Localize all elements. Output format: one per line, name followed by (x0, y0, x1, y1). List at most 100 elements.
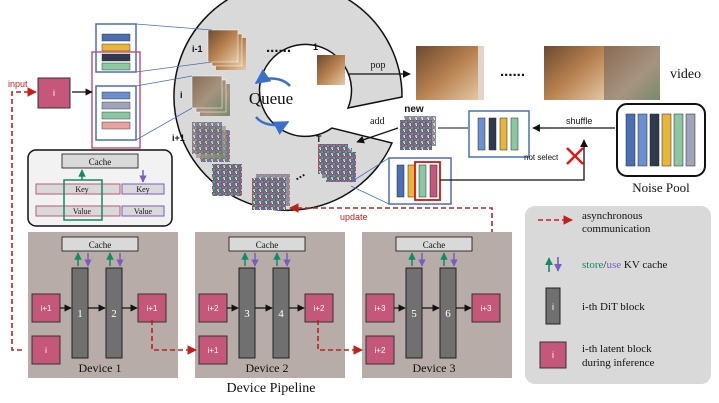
device-3-latent-out (471, 293, 501, 323)
queue-cycle-icon (255, 116, 290, 135)
add-label: add (370, 116, 384, 127)
not-select-label: not select (524, 153, 559, 162)
device-1-dit-block-a (71, 267, 89, 359)
device-3-latent-out-label: i+3 (481, 304, 492, 313)
video-label: video (670, 67, 701, 82)
device-1-cache-label: Cache (89, 240, 112, 250)
device-1-dit-block-b-label: 2 (111, 308, 117, 320)
latent-stack-selected (91, 51, 141, 149)
device-3-name: Device 3 (413, 361, 456, 375)
legend-slash: / (603, 259, 607, 271)
device-2-dit-block-b (272, 267, 290, 359)
device-1-latent-prev (31, 335, 61, 365)
legend-use-text: use (606, 259, 621, 271)
value-label-2: Value (134, 207, 153, 216)
device-2-dit-block-b-label: 4 (278, 308, 284, 320)
legend-kv-label: store/use KV cache (582, 259, 667, 271)
queue-cycle-icon-2 (254, 69, 291, 87)
queue-frame-T (318, 144, 356, 182)
device-1-cache-box (61, 236, 139, 252)
input-latent-label: i (53, 88, 55, 98)
async-1-to-2 (151, 320, 197, 355)
stack-link-1 (135, 23, 213, 31)
selection-highlight (414, 161, 441, 201)
new-label: new (404, 104, 424, 115)
new-noise-frame-2 (404, 116, 436, 146)
first-frame-label: 1 (313, 42, 318, 52)
device-2-latent-out (304, 293, 334, 323)
store-highlight (63, 179, 103, 221)
stack-link-5 (350, 157, 390, 183)
queue-title: Queue (249, 89, 293, 108)
stack-link-3 (135, 75, 193, 87)
device-1-latent-out-label: i+1 (147, 304, 158, 313)
input-async-arrow (11, 87, 37, 351)
shuffle-label: shuffle (566, 116, 592, 126)
queue-frame-i-plus-1 (192, 122, 230, 162)
latent-stack-bottom (95, 85, 137, 141)
stack-link-2 (135, 61, 213, 73)
device-2-name: Device 2 (246, 361, 289, 375)
device-2-latent-prev (198, 335, 228, 365)
device-1-dit-block-a-label: 1 (77, 308, 83, 320)
legend-dit-label: i-th DiT block (582, 301, 645, 313)
device-3-dit-block-a (405, 267, 423, 359)
not-select-line (440, 139, 588, 181)
noise-pool-label: Noise Pool (632, 180, 690, 195)
stack-link-6 (350, 185, 390, 205)
device-1-latent-prev-label: i (45, 346, 47, 355)
value-row (35, 205, 121, 217)
video-frames-a (416, 46, 484, 100)
legend-box (525, 206, 711, 384)
input-label: input (8, 79, 28, 89)
noise-pool-bars (625, 113, 696, 167)
value-use-row (121, 205, 165, 217)
device-2-dit-block-a-label: 3 (244, 308, 250, 320)
legend-latent-icon-label: i (552, 350, 554, 360)
legend-dit-icon-label: i (552, 302, 554, 312)
add-arrow (356, 127, 399, 144)
reject-x-icon (566, 147, 584, 165)
queue-frame-i-minus-1 (207, 29, 246, 70)
value-label: Value (73, 207, 92, 216)
queue-dots: ...... (266, 39, 291, 56)
device-1-latent-in-label: i+1 (41, 304, 52, 313)
pipeline-label: Device Pipeline (226, 381, 315, 396)
cache-detail-header (61, 153, 139, 169)
device-3-dit-block-b (439, 267, 457, 359)
device-2-latent-out-label: i+2 (314, 304, 325, 313)
pop-label: pop (371, 60, 386, 71)
device-2-latent-prev-label: i+1 (208, 346, 219, 355)
frame-label-i: i (180, 90, 183, 100)
cache-detail-label: Cache (89, 157, 112, 167)
legend-store-text: store (582, 259, 604, 271)
legend-dit-icon (545, 287, 561, 325)
device-2-latent-in (198, 293, 228, 323)
device-2-latent-in-label: i+2 (208, 304, 219, 313)
update-label: update (340, 212, 368, 222)
latent-stack-top (95, 23, 137, 73)
device-3-dit-block-b-label: 6 (445, 308, 451, 320)
legend-kv-text: KV cache (621, 259, 667, 271)
async-2-to-3 (317, 320, 363, 355)
key-row (35, 183, 121, 195)
device-2-dit-block-a (238, 267, 256, 359)
device-2-cache-label: Cache (256, 240, 279, 250)
key-use-row (121, 183, 165, 195)
device-3-cache-box (395, 236, 473, 252)
queue-noise-frame-c (256, 174, 290, 206)
key-label: Key (75, 185, 88, 194)
device-1-dit-block-b (105, 267, 123, 359)
device-3-latent-in-label: i+3 (375, 304, 386, 313)
queue-noise-frame-a (212, 164, 242, 196)
video-dots: ...... (500, 63, 525, 80)
device-2-cache-box (228, 236, 306, 252)
selected-noise-bars (477, 117, 519, 151)
device-1-name: Device 1 (79, 361, 122, 375)
legend-latent-icon (539, 341, 567, 369)
device-3-latent-prev (365, 335, 395, 365)
